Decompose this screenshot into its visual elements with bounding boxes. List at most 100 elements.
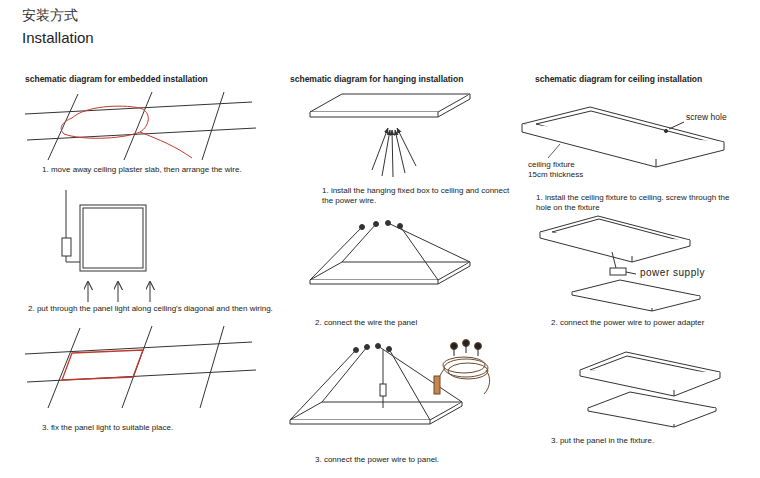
hanging-wire: [382, 130, 390, 176]
screw-hole: [664, 129, 667, 132]
ceiling-slab: [310, 94, 470, 117]
screw-hole: [664, 122, 684, 133]
hanging-wire: [374, 222, 379, 227]
hardware-kit: [443, 357, 485, 373]
panel: [572, 292, 700, 311]
up-arrow: [88, 282, 150, 302]
hanging-wire: [386, 221, 391, 226]
panel: [674, 424, 675, 427]
wire-red: [140, 132, 192, 158]
hardware-kit: [484, 370, 490, 394]
hanging-wire: [290, 344, 462, 421]
step-caption: 3. fix the panel light to suitable place…: [42, 423, 173, 433]
hanging-wire: [342, 224, 376, 262]
part-label: screw hole: [686, 112, 727, 122]
part-label: ceiling fixture 15cm thickness: [528, 160, 594, 179]
panel: [310, 262, 470, 280]
panel: [652, 308, 653, 311]
hanging-wire: [376, 344, 381, 349]
hanging-wire: [380, 384, 386, 396]
panel: [290, 402, 462, 424]
hanging-wire: [387, 347, 392, 352]
panel: [572, 280, 700, 311]
ceiling-grid: [25, 92, 256, 160]
hanging-wire: [388, 223, 470, 262]
panel: [588, 408, 716, 427]
hanging-wire: [389, 349, 430, 420]
step-caption: 3. connect the power wire to panel.: [315, 455, 439, 465]
panel-light: [80, 205, 146, 271]
hardware-kit: [434, 340, 490, 395]
ceiling-slab: [438, 94, 470, 117]
ceiling-fixture: [580, 352, 720, 396]
ceiling-grid: [48, 328, 80, 408]
hanging-wire: [365, 345, 370, 350]
hanging-wire: [310, 221, 470, 281]
page-title: 安装方式: [22, 7, 78, 24]
power-adapter: [626, 272, 636, 274]
panel: [310, 280, 438, 284]
hanging-wire: [372, 128, 416, 177]
hanging-wire: [392, 130, 393, 177]
ceiling-slab: [310, 112, 438, 117]
ceiling-fixture: [540, 216, 690, 262]
panel: [290, 402, 462, 420]
step-caption: 2. connect the power wire to power adapt…: [551, 318, 704, 328]
step-caption: 2. put through the panel light along cei…: [28, 304, 273, 314]
panel-outline-red: [62, 350, 143, 380]
panel-light: [66, 256, 67, 262]
ceiling-grid: [202, 92, 224, 160]
hanging-wire: [290, 350, 356, 420]
step-caption: 2. connect the wire the panel: [315, 318, 417, 328]
hanging-wire: [372, 128, 388, 170]
panel-light: [62, 238, 71, 256]
ceiling-fixture: [580, 370, 720, 396]
hanging-wire: [395, 130, 405, 173]
page-heading: Installation: [22, 29, 94, 47]
panel-light: [83, 208, 143, 268]
hardware-kit: [444, 359, 488, 377]
up-arrow: [88, 282, 89, 302]
power-adapter: [610, 252, 636, 275]
step-caption: 1. move away ceiling plaster slab, then …: [42, 165, 242, 175]
ceiling-grid: [25, 326, 256, 408]
wire-red: [61, 106, 148, 138]
panel: [290, 420, 430, 424]
ceiling-grid: [48, 94, 78, 160]
up-arrow: [150, 282, 151, 302]
hardware-kit: [463, 340, 470, 347]
up-arrow: [118, 282, 119, 302]
ceiling-grid: [124, 92, 152, 160]
hanging-wire: [322, 347, 367, 402]
hanging-wire: [397, 128, 416, 166]
section-heading: schematic diagram for ceiling installati…: [535, 74, 702, 84]
ceiling-fixture: [632, 256, 633, 262]
wire-red: [61, 106, 192, 158]
power-adapter: [612, 252, 616, 268]
panel-light: [62, 190, 146, 271]
ceiling-fixture: [656, 159, 657, 167]
panel: [438, 262, 470, 284]
leader-line: [548, 144, 560, 158]
ceiling-slab: [310, 94, 470, 112]
power-adapter: [610, 268, 626, 275]
panel-light: [66, 190, 67, 238]
hanging-wire: [383, 350, 384, 408]
ceiling-fixture: [674, 390, 675, 396]
panel-outline-red: [62, 350, 143, 380]
ceiling-grid: [200, 326, 224, 408]
ceiling-fixture: [540, 232, 690, 262]
hardware-kit: [466, 346, 467, 353]
step-caption: 1. install the hanging fixed box to ceil…: [322, 186, 517, 205]
section-heading: schematic diagram for embedded installat…: [25, 74, 208, 84]
part-label: power supply: [640, 267, 705, 279]
hardware-kit: [454, 349, 455, 356]
step-caption: 1. install the ceiling fixture to ceilin…: [536, 193, 736, 212]
hardware-kit: [434, 376, 440, 394]
hanging-wire: [360, 225, 365, 230]
hardware-kit: [478, 349, 479, 356]
hardware-kit: [475, 343, 482, 350]
panel-light: [66, 262, 80, 263]
